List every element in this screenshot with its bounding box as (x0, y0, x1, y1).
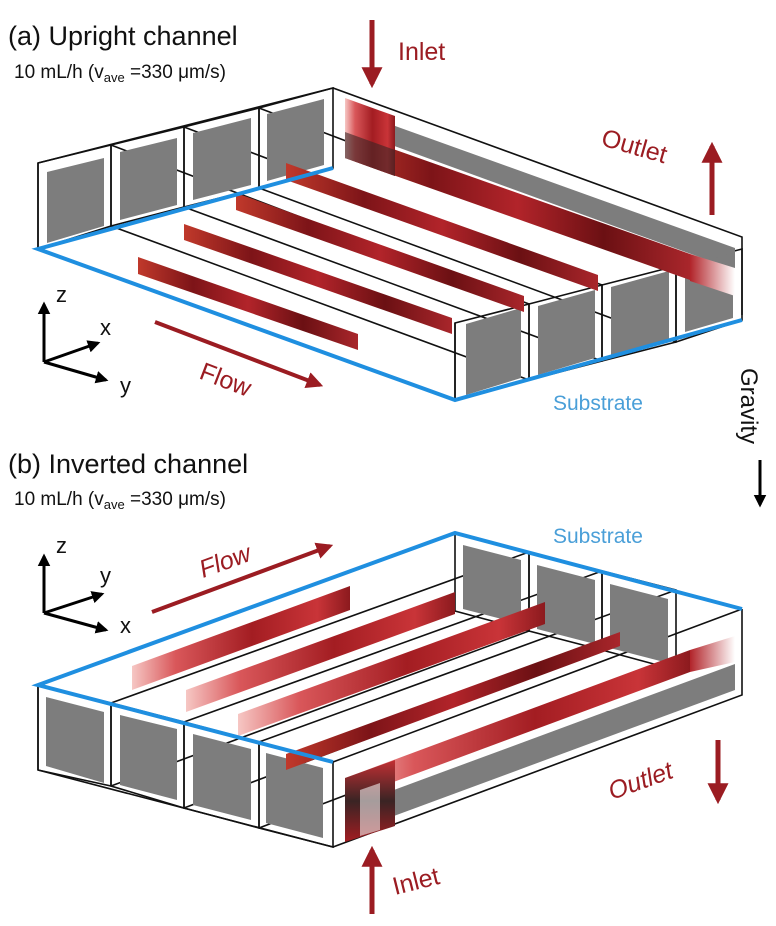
panel-b-substrate-label: Substrate (553, 525, 643, 548)
panel-a-title: (a) Upright channel (8, 21, 238, 51)
panel-b: (b) Inverted channel 10 mL/h (vave =330 … (8, 449, 743, 914)
panel-b-x-axis-label: x (120, 613, 131, 638)
panel-a-concentration-maps (138, 98, 735, 350)
gravity-indicator: Gravity (735, 368, 767, 508)
panel-b-title: (b) Inverted channel (8, 449, 248, 479)
panel-a-inlet-label: Inlet (398, 38, 445, 66)
panel-b-substrate-outline (31, 530, 743, 764)
panel-b-outlet-label: Outlet (604, 756, 677, 805)
panel-b-concentration-maps (132, 586, 735, 842)
panel-a-flow-rate: 10 mL/h (vave =330 μm/s) (14, 62, 226, 85)
panel-a-x-axis-label: x (100, 315, 111, 340)
panel-a: (a) Upright channel 10 mL/h (vave =330 μ… (8, 20, 743, 415)
panel-a-flow-arrow (154, 320, 324, 389)
panel-a-axes (37, 301, 109, 384)
panel-b-z-axis-label: z (56, 533, 67, 558)
panel-b-inlet-label: Inlet (390, 862, 443, 901)
panel-b-flow-rate: 10 mL/h (vave =330 μm/s) (14, 489, 226, 512)
panel-a-z-axis-label: z (56, 282, 67, 307)
panel-a-substrate-label: Substrate (553, 392, 643, 415)
gravity-label: Gravity (735, 368, 762, 444)
panel-b-wall-panels (46, 545, 735, 838)
panel-b-flow-arrow (151, 542, 334, 614)
panel-a-y-axis-label: y (120, 373, 131, 398)
panel-b-axes (37, 553, 109, 634)
panel-b-y-axis-label: y (100, 563, 111, 588)
panel-a-flow-label: Flow (196, 357, 256, 402)
panel-a-substrate-outline (31, 166, 743, 403)
panel-a-outlet-label: Outlet (598, 124, 670, 169)
